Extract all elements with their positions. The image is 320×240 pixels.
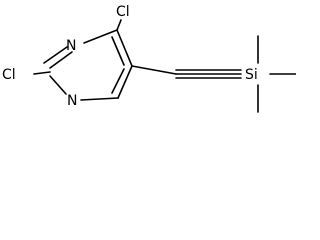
bond-c4-c5 (116, 29, 133, 67)
bond-c6-c5-inner (111, 68, 125, 94)
bond-c6-c5 (117, 65, 133, 99)
bond-c2-cl (33, 71, 51, 75)
atom-label-n-lower: N (67, 93, 77, 109)
bond-c5-alkyne (131, 65, 177, 75)
chemical-structure-diagram: Cl Cl N N Si (2, 4, 296, 113)
bond-c4-n3 (83, 29, 118, 44)
bond-n3-c2 (49, 51, 73, 69)
bond-n1-c6 (80, 97, 119, 101)
atom-label-n-upper: N (66, 38, 76, 54)
bond-n3-c2-inner (43, 46, 68, 64)
bond-c4-cl (116, 19, 122, 31)
atom-label-si: Si (245, 67, 258, 83)
atom-label-cl-top: Cl (116, 4, 130, 20)
bond-c2-n1 (49, 75, 67, 95)
bond-c4-c5-inner (111, 36, 125, 66)
atom-label-cl-left: Cl (2, 67, 16, 83)
